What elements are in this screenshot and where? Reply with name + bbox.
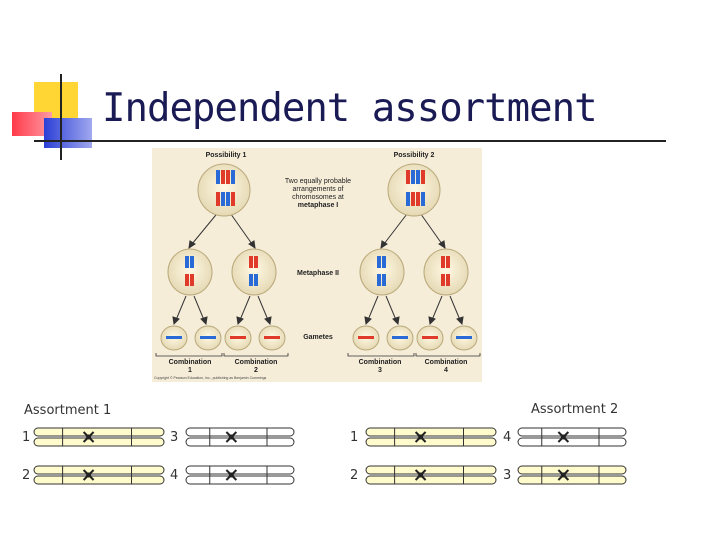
center-note-line-4: metaphase I (297, 202, 339, 209)
assortment-2-pair-3 (517, 465, 627, 485)
assortment-2-chromosome-number-3: 3 (503, 468, 512, 483)
assortment-2-pair-4 (517, 427, 627, 447)
centromere-dot (418, 472, 424, 478)
meiosis-figure: Possibility 1 Possibility 2 Two equally … (152, 148, 482, 382)
chromatid (185, 465, 295, 475)
homologous-pairs-diagram (33, 427, 627, 485)
center-note-line-3: chromosomes at (292, 194, 344, 201)
combination-3-number: 3 (378, 367, 382, 374)
centromere-dot (86, 434, 92, 440)
assortment-2-chromosome-number-4: 4 (503, 430, 512, 445)
chromatid (517, 465, 627, 475)
assortment-1-pair-4 (185, 465, 295, 485)
assortment-1-chromosome-number-4: 4 (170, 468, 179, 483)
chromatid (365, 465, 497, 475)
centromere-dot (560, 472, 566, 478)
combination-4-number: 4 (444, 367, 448, 374)
centromere-dot (228, 434, 234, 440)
title-decoration-blue (44, 118, 92, 148)
combination-3-label: Combination 3 (350, 359, 410, 375)
assortment-1-chromosome-number-3: 3 (170, 430, 179, 445)
copyright-note: Copyright © Pearson Education, Inc., pub… (154, 376, 267, 380)
center-note-line-1: Two equally probable (284, 178, 352, 185)
chromatid (185, 437, 295, 447)
chromatid (365, 427, 497, 437)
combination-2-label: Combination 2 (226, 359, 286, 375)
combination-2-title: Combination (234, 359, 278, 366)
center-note: Two equally probable arrangements of chr… (270, 178, 366, 210)
assortment-2-label: Assortment 2 (531, 402, 619, 417)
chromatid (185, 475, 295, 485)
chromatid (517, 437, 627, 447)
centromere-dot (228, 472, 234, 478)
chromatid (517, 475, 627, 485)
assortment-2-pair-1 (365, 427, 497, 447)
metaphase-2-label: Metaphase II (296, 270, 339, 277)
title-vertical-rule (60, 74, 62, 160)
title-horizontal-rule (34, 140, 666, 142)
chromatid (365, 475, 497, 485)
assortment-1-chromosome-number-2: 2 (22, 468, 31, 483)
chromatid (33, 427, 165, 437)
centromere-dot (560, 434, 566, 440)
center-note-line-2: arrangements of (292, 186, 344, 193)
assortment-1-pair-1 (33, 427, 165, 447)
chromatid (365, 437, 497, 447)
chromatid (517, 427, 627, 437)
combination-4-title: Combination (424, 359, 468, 366)
cell-possibility-2 (387, 163, 441, 217)
combination-1-label: Combination 1 (160, 359, 220, 375)
assortment-2-chromosome-number-2: 2 (350, 468, 359, 483)
combination-4-label: Combination 4 (416, 359, 476, 375)
assortment-1-label: Assortment 1 (24, 403, 112, 418)
metaphase-2-cells (167, 248, 469, 296)
combination-2-number: 2 (254, 367, 258, 374)
assortment-2-chromosome-number-1: 1 (350, 430, 359, 445)
combination-1-number: 1 (188, 367, 192, 374)
chromatid (33, 437, 165, 447)
cell-possibility-1 (197, 163, 251, 217)
chromatid (33, 475, 165, 485)
chromatid (185, 427, 295, 437)
assortment-1-pair-2 (33, 465, 165, 485)
slide-title: Independent assortment (102, 86, 598, 131)
gamete-cells (160, 325, 478, 351)
chromatid (33, 465, 165, 475)
combination-3-title: Combination (358, 359, 402, 366)
combination-1-title: Combination (168, 359, 212, 366)
assortment-1-pair-3 (185, 427, 295, 447)
assortment-2-pair-2 (365, 465, 497, 485)
possibility-2-label: Possibility 2 (393, 152, 435, 159)
centromere-dot (418, 434, 424, 440)
possibility-1-label: Possibility 1 (205, 152, 247, 159)
assortment-1-chromosome-number-1: 1 (22, 430, 31, 445)
meiosis-diagram (155, 163, 481, 357)
centromere-dot (86, 472, 92, 478)
gametes-label: Gametes (303, 334, 333, 341)
